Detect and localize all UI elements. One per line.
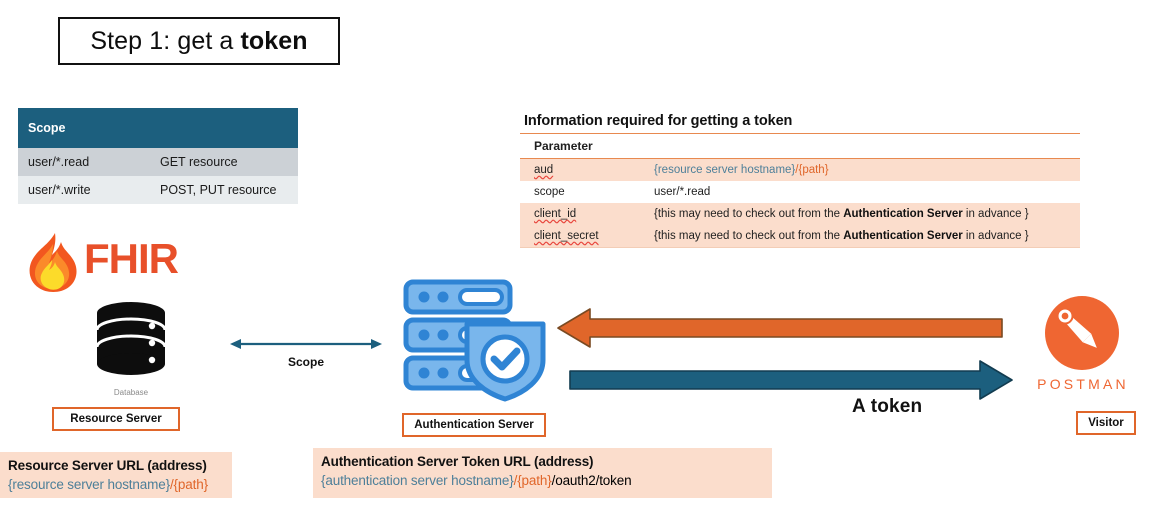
authentication-server-label-chip: Authentication Server — [402, 413, 546, 437]
param-value-client-id: {this may need to check out from the Aut… — [648, 203, 1080, 225]
url-host: {resource server hostname} — [8, 476, 170, 492]
scope-arrow-label: Scope — [287, 355, 324, 369]
value-separator: / — [795, 164, 799, 176]
info-table-header-row: Parameter — [520, 133, 1080, 159]
step-title-box: Step 1: get a token — [58, 17, 340, 65]
param-label: client_id — [534, 208, 577, 220]
scope-table-header-blank — [150, 108, 298, 148]
scope-cell-name: user/*.write — [18, 176, 150, 204]
value-suffix: in advance } — [962, 208, 1029, 220]
postman-wordmark: POSTMAN — [1037, 376, 1129, 392]
param-label: client_secret — [534, 230, 599, 242]
value-path: {path} — [798, 164, 829, 176]
table-row: user/*.read GET resource — [18, 148, 298, 176]
scope-table-header-scope: Scope — [18, 108, 150, 148]
auth-url-title: Authentication Server Token URL (address… — [321, 454, 594, 469]
scope-cell-name: user/*.read — [18, 148, 150, 176]
value-host: {resource server hostname} — [654, 164, 796, 176]
info-table-header-parameter: Parameter — [534, 139, 593, 153]
param-name-client-secret: client_secret — [520, 225, 648, 248]
param-name-client-id: client_id — [520, 203, 648, 225]
resource-url-value: {resource server hostname}/{path} — [8, 476, 224, 494]
value-emphasis: Authentication Server — [843, 230, 963, 242]
scope-cell-desc: POST, PUT resource — [150, 176, 298, 204]
info-required-block: Information required for getting a token… — [520, 113, 1080, 248]
table-row: scope user/*.read — [520, 181, 1080, 203]
resource-server-label-chip: Resource Server — [52, 407, 180, 431]
resource-server-url-box: Resource Server URL (address) {resource … — [0, 452, 232, 498]
param-value-client-secret: {this may need to check out from the Aut… — [648, 225, 1080, 248]
scope-cell-desc: GET resource — [150, 148, 298, 176]
value-suffix: in advance } — [962, 230, 1029, 242]
request-arrow-left-icon — [557, 308, 1003, 348]
param-name-aud: aud — [520, 158, 648, 181]
flame-icon — [29, 233, 77, 292]
param-label: aud — [534, 164, 554, 176]
scope-table: Scope user/*.read GET resource user/*.wr… — [18, 108, 298, 204]
table-row: aud {resource server hostname}/{path} — [520, 158, 1080, 181]
url-separator: / — [169, 476, 174, 492]
token-arrow-label: A token — [852, 396, 923, 417]
postman-icon — [1045, 296, 1119, 370]
url-path: {path} — [173, 476, 209, 492]
database-icon — [95, 302, 167, 375]
database-caption: Database — [113, 388, 149, 397]
step-title-bold: token — [240, 26, 308, 55]
url-separator: / — [513, 472, 518, 488]
table-row: client_id {this may need to check out fr… — [520, 203, 1080, 225]
scope-table-header-row: Scope — [18, 108, 298, 148]
param-name-scope: scope — [520, 181, 648, 203]
step-title-text: Step 1: get a token — [90, 27, 307, 56]
token-arrow-right-icon — [569, 360, 1013, 400]
fhir-wordmark: FHIR — [84, 235, 179, 282]
param-value-scope: user/*.read — [648, 181, 1080, 203]
value-emphasis: Authentication Server — [843, 208, 963, 220]
table-row: user/*.write POST, PUT resource — [18, 176, 298, 204]
authentication-server-icon — [403, 279, 546, 402]
info-required-title: Information required for getting a token — [524, 113, 793, 129]
value-prefix: {this may need to check out from the — [654, 208, 844, 220]
url-suffix: /oauth2/token — [551, 472, 632, 488]
fhir-logo: FHIR — [22, 232, 192, 294]
step-title-prefix: Step 1: get a — [90, 26, 241, 55]
url-path: {path} — [517, 472, 552, 488]
visitor-label-chip: Visitor — [1076, 411, 1136, 435]
scope-double-arrow-icon — [230, 339, 382, 349]
auth-url-value: {authentication server hostname}/{path}/… — [321, 472, 764, 490]
param-value-aud: {resource server hostname}/{path} — [648, 158, 1080, 181]
url-host: {authentication server hostname} — [321, 472, 514, 488]
info-required-table: Parameter aud {resource server hostname}… — [520, 133, 1080, 248]
value-prefix: {this may need to check out from the — [654, 230, 844, 242]
table-row: client_secret {this may need to check ou… — [520, 225, 1080, 248]
authentication-server-url-box: Authentication Server Token URL (address… — [313, 448, 772, 498]
resource-url-title: Resource Server URL (address) — [8, 458, 207, 473]
